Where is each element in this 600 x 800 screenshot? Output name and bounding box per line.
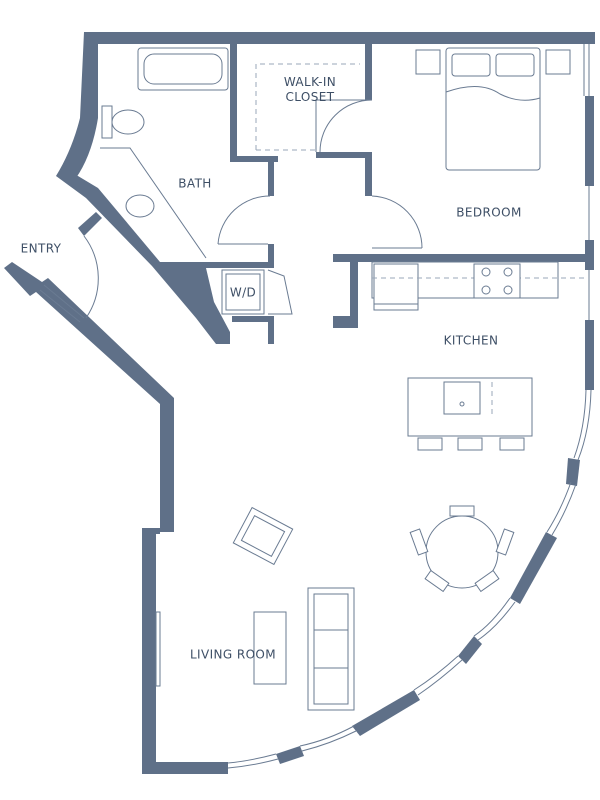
room-label-living-room: LIVING ROOM	[189, 647, 277, 662]
bedroom-furniture	[415, 47, 571, 171]
bath-fixtures	[100, 47, 229, 259]
exterior-walls	[4, 32, 595, 774]
kitchen-fixtures	[371, 261, 585, 451]
room-label-bath: BATH	[178, 176, 212, 191]
washer-dryer	[221, 269, 293, 315]
room-label-bedroom: BEDROOM	[456, 205, 522, 220]
doors	[83, 99, 423, 319]
closet-shelving	[255, 63, 360, 151]
room-label-kitchen: KITCHEN	[443, 333, 499, 348]
living-furniture	[155, 506, 355, 711]
room-label-walk-in-closet: WALK-IN CLOSET	[283, 75, 337, 104]
interior-walls	[206, 44, 585, 344]
windows	[39, 44, 592, 769]
dining-set	[409, 505, 515, 593]
room-label-wd: W/D	[229, 285, 257, 300]
room-label-entry: ENTRY	[20, 241, 62, 256]
